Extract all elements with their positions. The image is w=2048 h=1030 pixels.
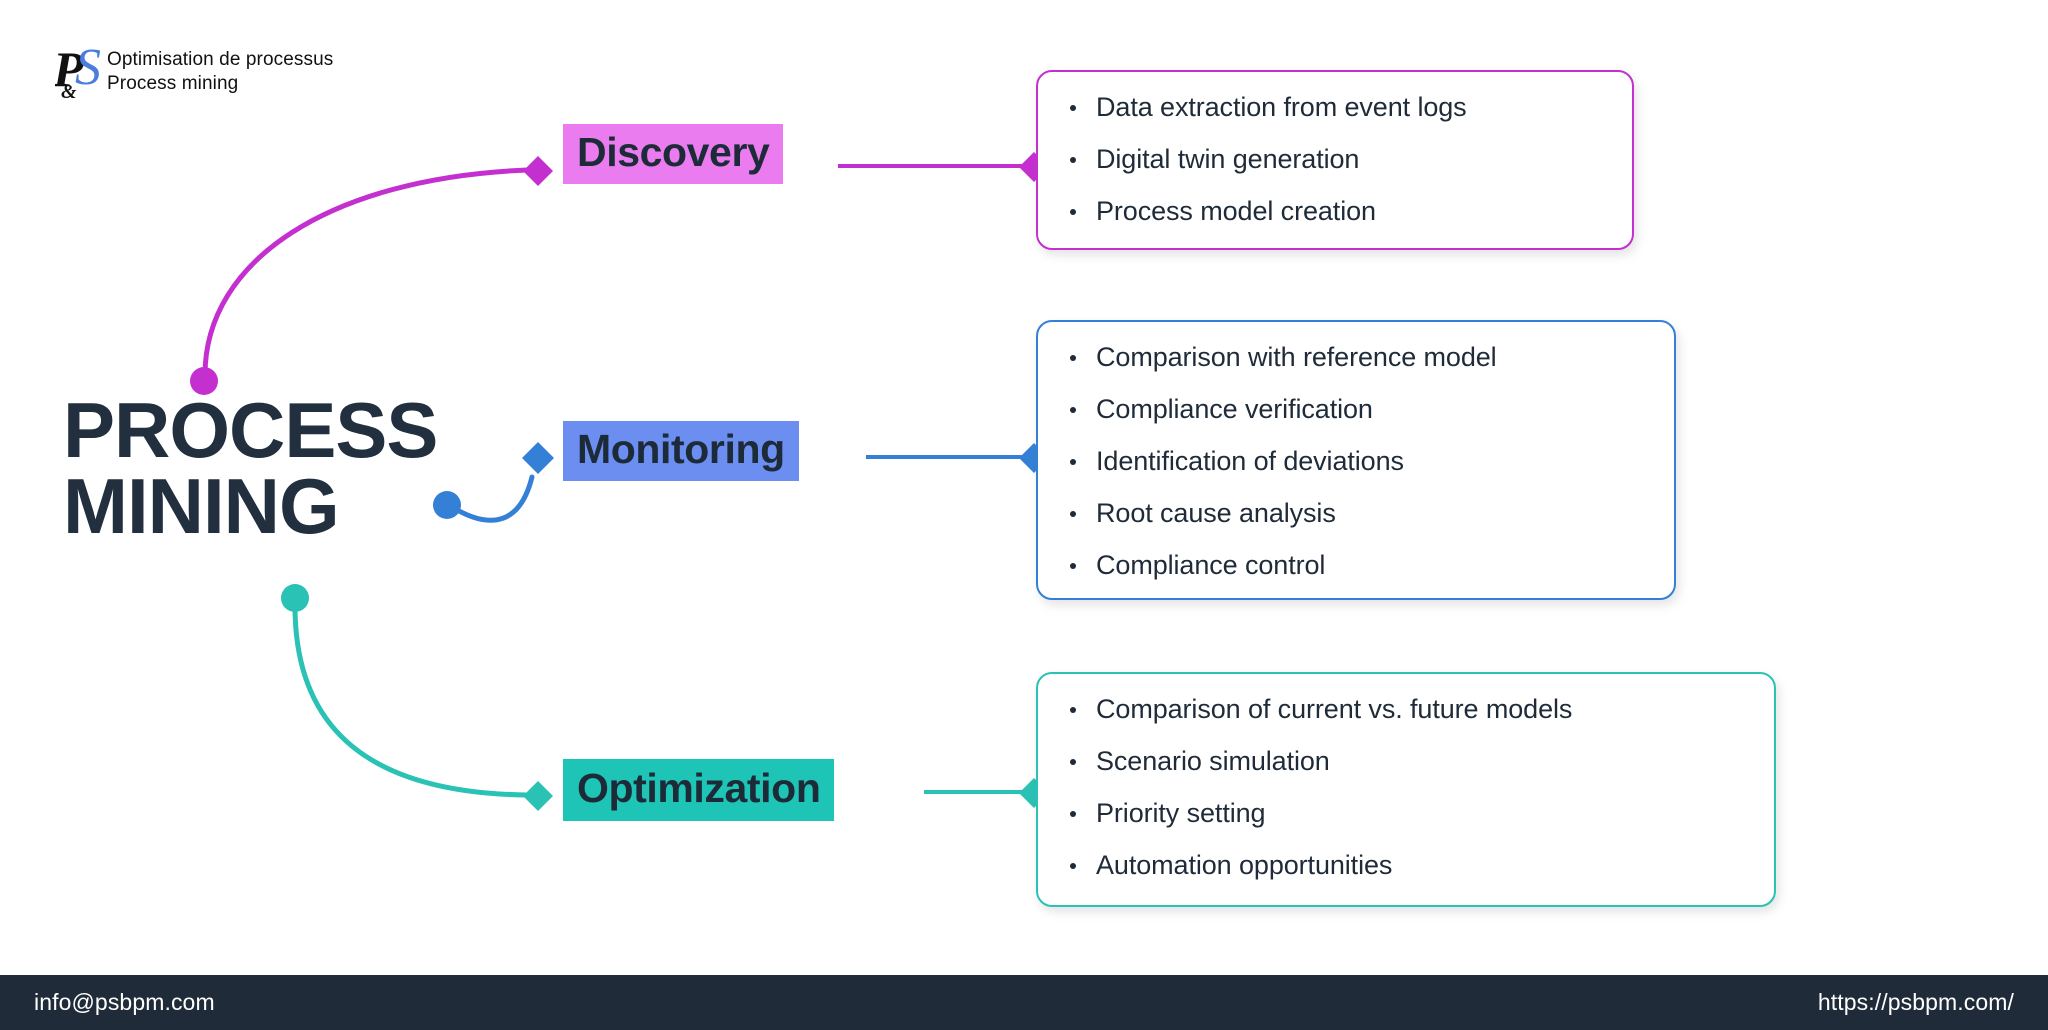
stage-card-monitoring: Comparison with reference model Complian… — [1036, 320, 1676, 600]
connector-diamond-discovery — [523, 156, 553, 186]
list-item-label: Scenario simulation — [1096, 746, 1330, 776]
bullet-dot-icon — [1070, 355, 1076, 361]
brand-tagline-line2: Process mining — [107, 72, 239, 94]
list-item: Comparison with reference model — [1068, 344, 1648, 371]
stage-label-discovery[interactable]: Discovery — [563, 124, 784, 184]
list-item: Priority setting — [1068, 800, 1748, 827]
bullet-dot-icon — [1070, 459, 1076, 465]
footer-url[interactable]: https://psbpm.com/ — [1817, 989, 2014, 1015]
connector-dot-optimization — [281, 584, 309, 612]
stage-label-monitoring-text: Monitoring — [577, 425, 785, 472]
brand-tagline: Optimisation de processus Process mining — [107, 48, 333, 96]
page-title-line1: PROCESS — [63, 386, 438, 474]
bullet-dot-icon — [1070, 863, 1076, 869]
svg-text:S: S — [75, 39, 101, 96]
list-item-label: Data extraction from event logs — [1096, 92, 1467, 122]
page-title: PROCESS MINING — [63, 391, 543, 551]
list-item: Identification of deviations — [1068, 448, 1648, 475]
list-item: Data extraction from event logs — [1068, 94, 1606, 121]
stage-card-discovery: Data extraction from event logs Digital … — [1036, 70, 1634, 250]
bullet-dot-icon — [1070, 407, 1076, 413]
brand-logo: P & S Optimisation de processus Process … — [55, 36, 415, 108]
svg-text:P: P — [55, 41, 84, 97]
bullet-list-optimization: Comparison of current vs. future models … — [1068, 696, 1748, 879]
bullet-dot-icon — [1070, 563, 1076, 569]
list-item: Process model creation — [1068, 198, 1606, 225]
list-item: Digital twin generation — [1068, 146, 1606, 173]
list-item: Compliance verification — [1068, 396, 1648, 423]
list-item: Automation opportunities — [1068, 852, 1748, 879]
bullet-dot-icon — [1070, 157, 1076, 163]
list-item-label: Priority setting — [1096, 798, 1266, 828]
stage-label-optimization[interactable]: Optimization — [563, 759, 835, 821]
list-item-label: Process model creation — [1096, 196, 1376, 226]
brand-tagline-line1: Optimisation de processus — [107, 49, 334, 70]
page-title-line2: MINING — [63, 462, 340, 551]
footer-email[interactable]: info@psbpm.com — [34, 989, 215, 1015]
list-item: Compliance control — [1068, 552, 1648, 579]
stage-label-optimization-text: Optimization — [577, 764, 821, 811]
list-item-label: Comparison of current vs. future models — [1096, 694, 1573, 724]
list-item-label: Compliance control — [1096, 550, 1326, 580]
bullet-dot-icon — [1070, 759, 1076, 765]
connector-path-optimization — [292, 603, 530, 798]
bullet-dot-icon — [1070, 209, 1076, 215]
list-item: Root cause analysis — [1068, 500, 1648, 527]
connector-diamond-optimization — [523, 781, 553, 811]
list-item: Scenario simulation — [1068, 748, 1748, 775]
bullet-list-monitoring: Comparison with reference model Complian… — [1068, 344, 1648, 579]
list-item-label: Automation opportunities — [1096, 850, 1393, 880]
connector-path-discovery — [202, 167, 530, 378]
list-item-label: Digital twin generation — [1096, 144, 1360, 174]
ps-ampersand-icon: P & S — [55, 39, 101, 102]
list-item-label: Compliance verification — [1096, 394, 1373, 424]
bullet-dot-icon — [1070, 105, 1076, 111]
stage-label-discovery-text: Discovery — [577, 128, 770, 175]
list-item-label: Identification of deviations — [1096, 446, 1404, 476]
list-item-label: Comparison with reference model — [1096, 342, 1497, 372]
list-item-label: Root cause analysis — [1096, 498, 1336, 528]
svg-text:&: & — [61, 81, 77, 102]
list-item: Comparison of current vs. future models — [1068, 696, 1748, 723]
bullet-dot-icon — [1070, 811, 1076, 817]
bullet-dot-icon — [1070, 511, 1076, 517]
footer-bar: info@psbpm.com https://psbpm.com/ — [0, 975, 2048, 1030]
bullet-list-discovery: Data extraction from event logs Digital … — [1068, 94, 1606, 225]
stage-label-monitoring[interactable]: Monitoring — [563, 421, 799, 481]
stage-card-optimization: Comparison of current vs. future models … — [1036, 672, 1776, 907]
bullet-dot-icon — [1070, 707, 1076, 713]
